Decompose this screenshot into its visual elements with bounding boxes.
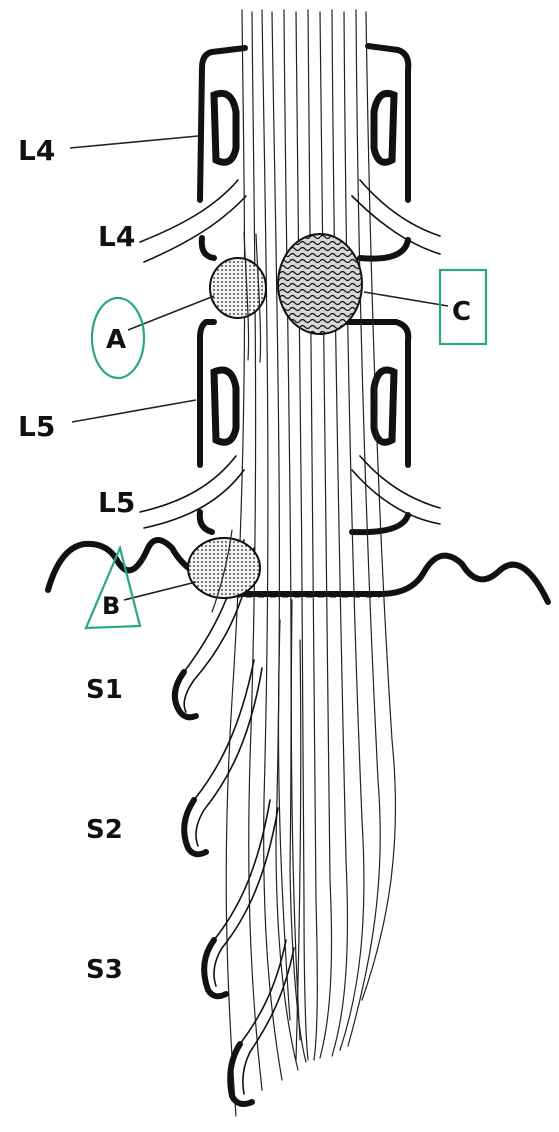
marker-a: A <box>106 325 126 355</box>
leader-l5-upper <box>72 400 196 422</box>
right-foramen-l4 <box>374 93 394 162</box>
marker-c: C <box>452 297 471 327</box>
leader-c <box>364 292 448 306</box>
sacrum-outline <box>48 540 548 602</box>
left-foramen-l4 <box>214 93 236 162</box>
l4-vertebra <box>200 46 408 259</box>
label-l4-lower: L4 <box>98 220 135 253</box>
label-s2: S2 <box>86 815 123 845</box>
label-s1: S1 <box>86 675 123 705</box>
label-l5-lower: L5 <box>98 486 135 519</box>
label-s3: S3 <box>86 955 123 985</box>
label-l5-upper: L5 <box>18 410 55 443</box>
marker-b: B <box>102 592 120 620</box>
leader-b <box>124 582 196 600</box>
lesion-c <box>278 234 362 334</box>
leader-l4-upper <box>70 136 198 148</box>
left-foramen-l5 <box>214 370 236 442</box>
label-l4-upper: L4 <box>18 134 55 167</box>
lesion-b <box>188 538 260 598</box>
